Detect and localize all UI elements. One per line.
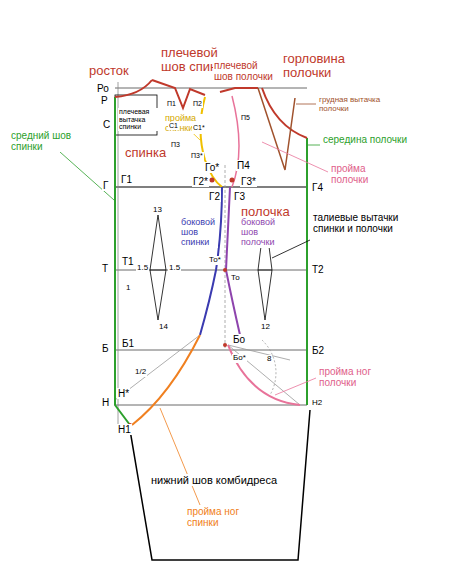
point-label: 1 [125,284,131,293]
point-label: 13 [152,206,163,215]
point-label: Б1 [121,338,135,349]
point-label: То* [208,256,222,265]
point-label: Н* [117,388,130,399]
point-label: Бо [232,334,246,345]
point-label: То [230,274,241,283]
point-label: 1.5 [168,264,181,273]
point-label: 1/2 [134,368,147,377]
point-label: Ро [96,83,110,94]
point-label: Го* [204,162,220,173]
point-label: Н [101,397,110,408]
point-label: Б2 [311,345,325,356]
point-label: П4 [236,160,251,171]
label: боковой шов полочки [240,218,286,248]
point-label: П2 [192,100,203,108]
label: боковой шов спинки [180,218,218,248]
label: пройма полочки [330,163,392,185]
label: талиевые вытачки спинки и полочки [312,212,414,234]
label: горловина полочки [282,52,364,81]
point-label: Н1 [117,424,132,435]
point-label: Т [101,263,109,274]
point-label: Т2 [311,264,325,275]
point-label: 1.5 [136,264,149,273]
label: спинка [124,146,167,160]
label: середина полочки [322,134,414,145]
point-label: Н2 [311,399,323,408]
point-label: Г2 [208,191,221,202]
point-label: Г4 [311,182,324,193]
point-label: С [102,119,111,130]
point-label: С1 [168,122,179,130]
point-label: Г [102,180,109,191]
point-label: П3* [190,152,204,160]
point-label: 14 [158,323,169,332]
point-label: Г1 [120,174,133,185]
point-label: П1 [166,100,177,108]
label: пройма ног полочки [318,366,384,388]
point-label: П3 [170,141,181,149]
point-label: 8 [266,355,272,364]
label: плечевой шов полочки [213,60,275,82]
label: росток [88,64,130,78]
label: средний шов спинки [10,130,84,152]
point-label: 12 [260,323,271,332]
point-label: Б [101,343,110,354]
point-label: Р [100,95,109,106]
point-label: Бо* [232,354,247,363]
point-label: Т1 [121,256,135,267]
point-label: Г3 [233,191,246,202]
point-label: П5 [240,114,251,122]
point-label: Г3* [240,176,257,187]
label: нижний шов комбидреса [150,474,302,486]
label: грудная вытачка полочки [318,96,408,114]
point-label: С1* [192,124,206,132]
label: пройма ног спинки [186,506,258,528]
point-label: Г2* [192,176,209,187]
label: плечевая вытачка спинки [118,108,160,131]
